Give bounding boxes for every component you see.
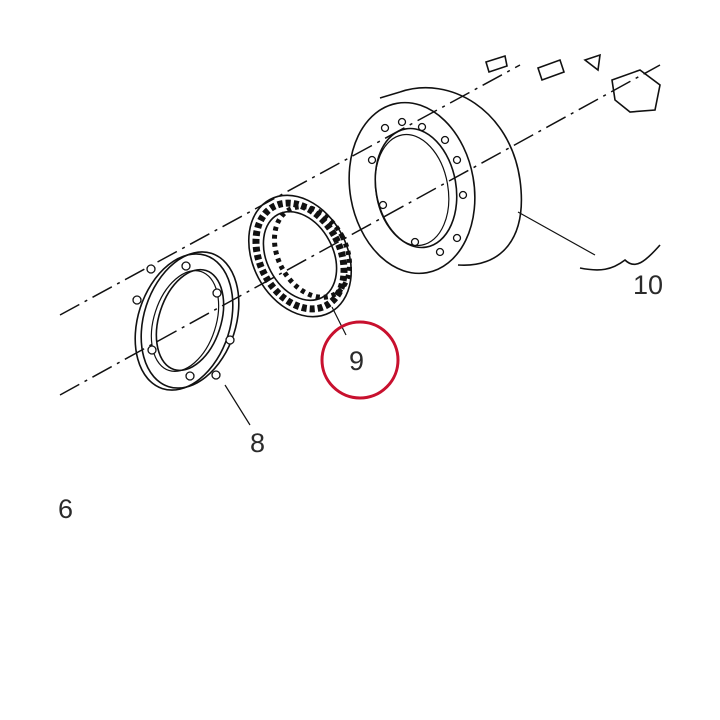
highlight-circle: [320, 320, 400, 400]
axis-centerlines: [59, 64, 661, 396]
label-part-10: 10: [633, 270, 663, 300]
sprag-clutch-part-9: [247, 194, 353, 336]
housing-part-10: [348, 53, 661, 275]
label-part-9: 9: [349, 346, 364, 376]
page-number: 6: [58, 494, 73, 524]
label-part-8: 8: [250, 428, 265, 458]
flange-ring-part-8: [132, 251, 251, 426]
